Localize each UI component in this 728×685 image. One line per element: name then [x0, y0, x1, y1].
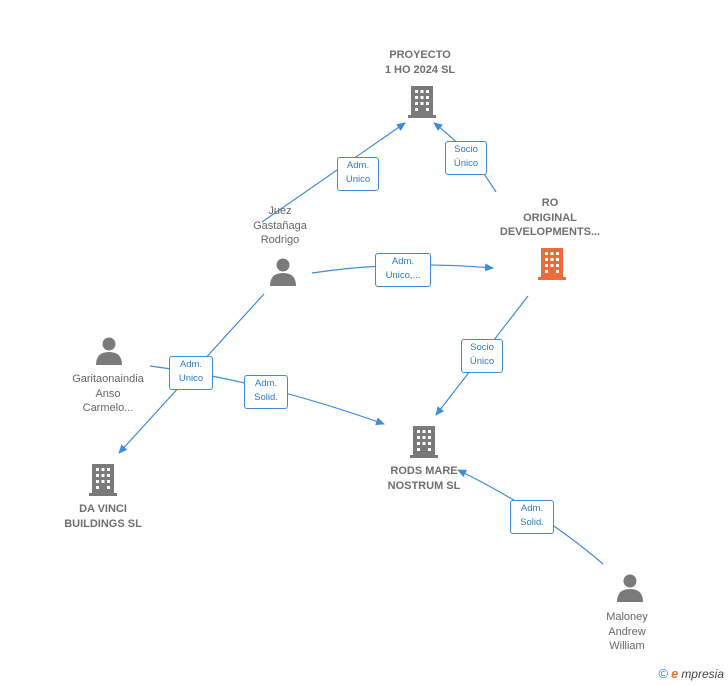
node-label-ro-original[interactable]: RO ORIGINAL DEVELOPMENTS...	[499, 197, 601, 238]
building-icon[interactable]	[409, 424, 439, 458]
edge-label-juez-ro: Adm. Unico,...	[375, 253, 431, 287]
edge-label-maloney-rods: Adm. Solid.	[510, 500, 554, 534]
person-icon[interactable]	[615, 573, 645, 603]
edge-juez-proyecto	[261, 122, 406, 223]
node-label-maloney[interactable]: Maloney Andrew William	[606, 611, 648, 652]
edge-label-garit-rods: Adm. Solid.	[244, 375, 288, 409]
building-icon-highlighted[interactable]	[537, 246, 567, 280]
node-label-da-vinci[interactable]: DA VINCI BUILDINGS SL	[64, 503, 142, 530]
brand-name: mpresia	[681, 666, 724, 681]
node-label-rods-mare[interactable]: RODS MARE NOSTRUM SL	[387, 465, 461, 492]
edge-label-garit-davinci: Adm. Unico	[169, 356, 213, 390]
edge-label-ro-proyecto: Socio Único	[445, 141, 487, 175]
edge-label-juez-proyecto: Adm. Unico	[337, 157, 379, 191]
node-label-juez[interactable]: Juez Gastañaga Rodrigo	[253, 205, 307, 246]
brand-initial: e	[671, 666, 679, 681]
node-label-proyecto[interactable]: PROYECTO 1 HO 2024 SL	[384, 49, 456, 76]
person-icon[interactable]	[94, 336, 124, 366]
building-icon[interactable]	[88, 462, 118, 496]
copyright-icon: ©	[658, 666, 669, 681]
person-icon[interactable]	[268, 257, 298, 287]
node-label-garitaonaindia[interactable]: Garitaonaindia Anso Carmelo...	[72, 373, 144, 414]
edge-label-ro-rods: Socio Único	[461, 339, 503, 373]
building-icon[interactable]	[407, 84, 437, 118]
